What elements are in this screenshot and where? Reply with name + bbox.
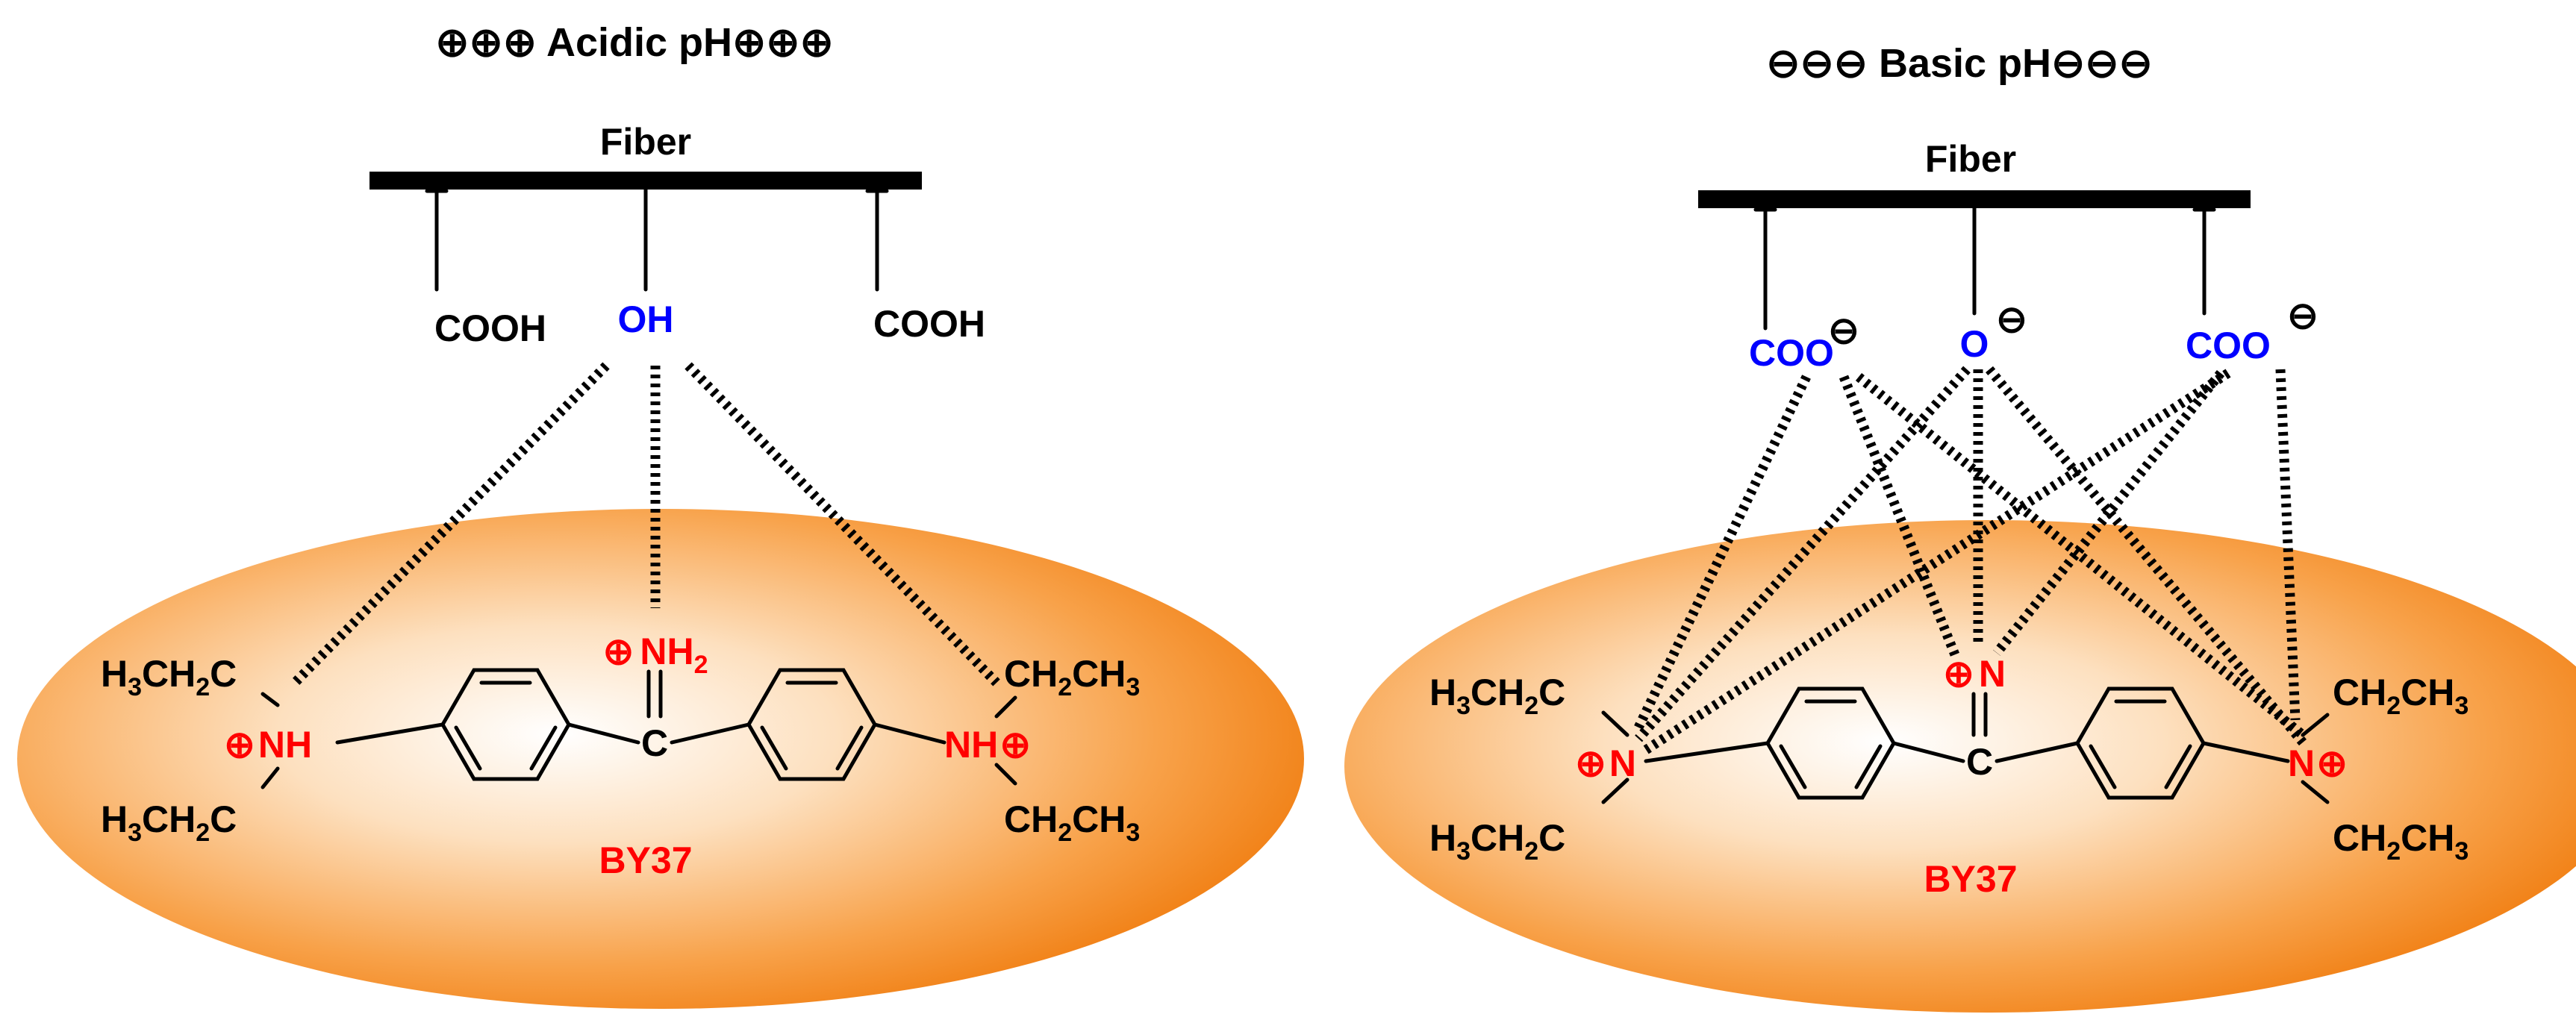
left-ethyl-bottom: H3CH2C <box>101 798 237 847</box>
left-ammonium: ⊕NH <box>224 724 312 766</box>
imine-nitrogen: ⊕N <box>1943 653 2006 695</box>
phenolate-group: O <box>1960 323 1989 365</box>
dye-label: BY37 <box>599 839 692 881</box>
carboxylate-group-left: COO <box>1749 332 1834 374</box>
dye-cloud-ellipse <box>1344 520 2576 1013</box>
bond <box>335 722 445 745</box>
bond <box>994 763 1017 786</box>
right-ethyl-bottom: CH2CH3 <box>1004 798 1140 847</box>
iminium-group: ⊕NH2 <box>602 631 708 679</box>
bond <box>1601 778 1630 804</box>
acidic-title: ⊕⊕⊕ Acidic pH⊕⊕⊕ <box>435 20 834 65</box>
bond <box>1644 741 1770 763</box>
fiber-bar <box>369 172 922 190</box>
interaction-hash <box>291 362 610 686</box>
interaction-hash <box>1635 366 1971 742</box>
central-carbon: C <box>641 722 668 764</box>
carboxyl-group-right: COOH <box>873 303 985 345</box>
bond <box>1601 710 1630 737</box>
dye-label: BY37 <box>1924 858 2017 900</box>
right-ethyl-top: CH2CH3 <box>1004 653 1140 701</box>
left-ethyl-top: H3CH2C <box>1429 672 1565 720</box>
left-ammonium: ⊕N <box>1575 742 1636 784</box>
carboxylate-group-right: COO <box>2186 325 2271 366</box>
bond <box>261 692 280 707</box>
bond <box>994 695 1017 719</box>
left-ethyl-bottom: H3CH2C <box>1429 817 1565 866</box>
fiber-label: Fiber <box>1925 138 2016 180</box>
fiber-label: Fiber <box>600 121 691 163</box>
basic-panel: ⊖⊖⊖ Basic pH⊖⊖⊖ Fiber COO ⊖ O ⊖ COO ⊖ <box>1344 41 2576 1013</box>
right-ammonium: NH⊕ <box>944 724 1031 766</box>
bond <box>2301 780 2330 804</box>
right-ammonium: N⊕ <box>2288 742 2348 784</box>
bond <box>1995 741 2080 763</box>
interaction-hash <box>1634 375 1811 730</box>
bond <box>567 722 640 745</box>
anion-charge: ⊖ <box>1996 298 2027 340</box>
carboxyl-group-left: COOH <box>434 307 546 349</box>
right-ethyl-top: CH2CH3 <box>2333 672 2469 720</box>
bond <box>1892 741 1965 763</box>
interaction-hash <box>684 362 1000 686</box>
interaction-hash <box>1986 366 2307 746</box>
fiber-bar <box>1698 190 2251 208</box>
interaction-hash <box>1855 372 2307 739</box>
hydroxyl-group: OH <box>618 298 674 340</box>
central-carbon: C <box>1966 741 1993 783</box>
acidic-panel: ⊕⊕⊕ Acidic pH⊕⊕⊕ Fiber COOH OH COOH <box>17 20 1304 1009</box>
bond <box>873 722 946 745</box>
anion-charge: ⊖ <box>1828 310 1859 351</box>
bond <box>2201 741 2290 763</box>
left-ethyl-top: H3CH2C <box>101 653 237 701</box>
right-ethyl-bottom: CH2CH3 <box>2333 817 2469 866</box>
interaction-hash <box>1992 369 2225 657</box>
interaction-hash <box>1839 375 1961 659</box>
bond <box>2301 713 2330 737</box>
bond <box>261 766 280 789</box>
basic-title: ⊖⊖⊖ Basic pH⊖⊖⊖ <box>1766 41 2153 86</box>
anion-charge: ⊖ <box>2287 295 2318 337</box>
bond <box>670 722 751 745</box>
